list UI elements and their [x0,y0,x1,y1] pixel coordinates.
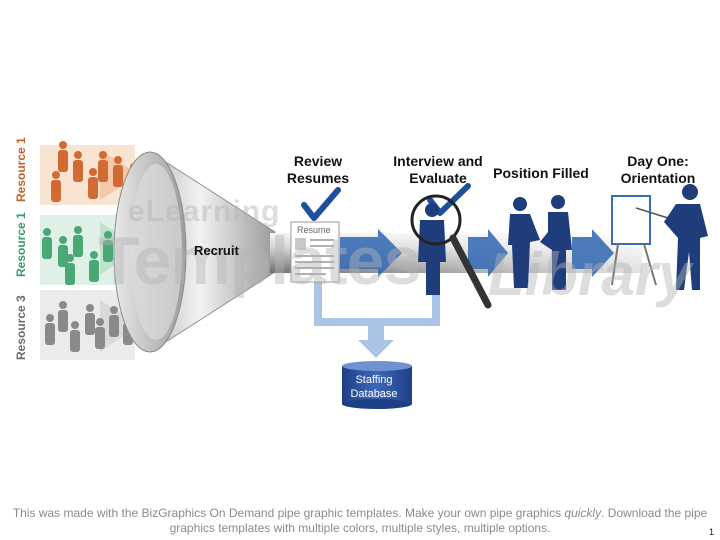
page-number: 1 [709,527,715,537]
magnifier-icon [410,194,492,309]
resource-3-people-icon [45,301,133,352]
database-label-line: Database [350,388,398,400]
step-title-line: Position Filled [493,165,589,181]
resource-label-3: Resource 3 [14,295,28,360]
funnel-label: Recruit [194,243,239,258]
step-title-interview-evaluate: Interview and Evaluate [388,153,488,187]
resource-label-1: Resource 1 [14,137,28,202]
resource-label-2: Resource 1 [14,212,28,277]
arrow-down-icon [358,340,394,358]
checkmark-icon [301,187,341,221]
step-title-line: Day One: [627,153,689,169]
arrow-icon [468,229,508,277]
resume-document-icon [290,221,340,283]
step-title-line: Review [293,153,343,169]
watermark-line-1: eLearning [128,195,281,228]
step-title-position-filled: Position Filled [488,165,594,182]
step-title-line: Resumes [286,170,350,186]
resource-arrow-3 [100,300,140,352]
database-connector-stem [368,322,384,342]
handshake-people-icon [508,195,572,290]
step-title-day-one: Day One: Orientation [610,153,706,187]
flipchart-presenter-icon [611,184,708,290]
step-title-review-resumes: Review Resumes [278,153,358,187]
database-label-line: Staffing [355,374,393,386]
footer-emphasis: quickly [564,506,602,520]
funnel-inner [130,164,182,340]
step-title-line: Interview and [393,153,483,169]
resume-label: Resume [297,225,331,235]
database-label: Staffing Database [342,373,406,401]
step-title-line: Orientation [620,170,696,186]
interviewer-silhouette-icon [418,203,446,295]
resource-2-people-icon [42,226,127,285]
footer-text: This was made with the BizGraphics On De… [12,506,565,520]
staffing-database-icon [342,361,412,409]
watermark-line-2: Templates [98,223,421,299]
footer-note: This was made with the BizGraphics On De… [10,506,710,536]
resource-1-people-icon [51,141,139,202]
step-title-line: Evaluate [409,170,467,186]
footer-text: . Download the pipe graphics templates w… [169,506,708,535]
arrow-icon [340,229,402,277]
arrow-icon [572,229,614,277]
watermark-line-3: Library [488,241,692,308]
